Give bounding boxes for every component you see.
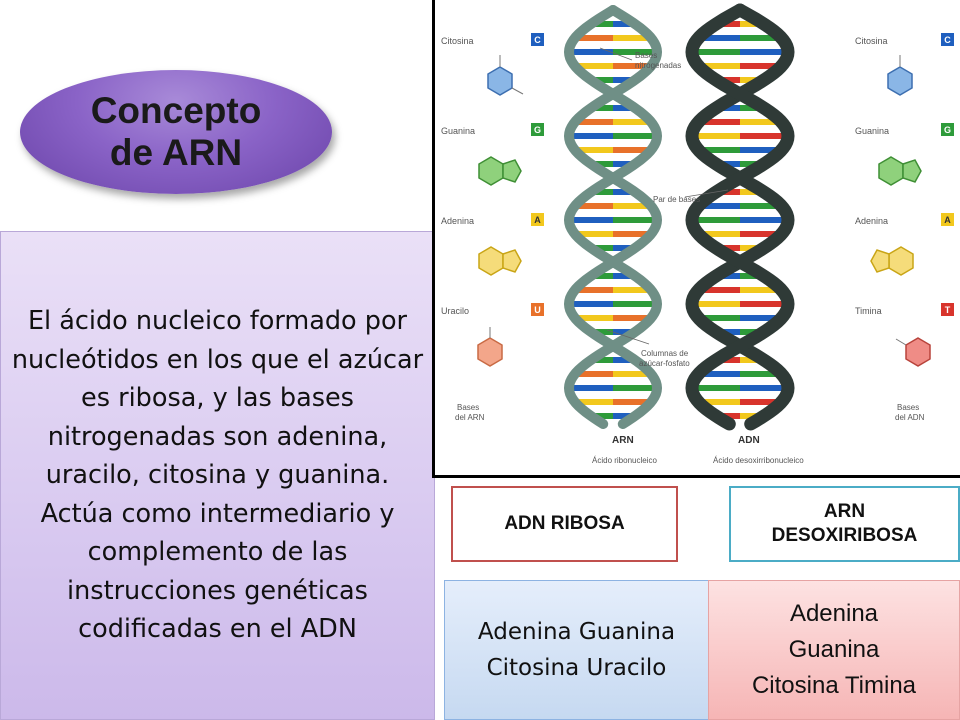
arn-helix-title: ARN [612, 435, 634, 446]
helix-illustration: Citosina Guanina Adenina Uracilo C G A U… [441, 3, 954, 465]
annotation-bases-line-2: nitrogenadas [635, 61, 681, 70]
arn-label-line-2: DESOXIRIBOSA [771, 525, 918, 546]
guanine-molecule-icon [878, 156, 904, 186]
guanine-molecule-icon [478, 156, 504, 186]
left-letter-g: G [534, 125, 541, 135]
left-letter-u: U [534, 305, 541, 315]
annotation-columns-line-1: Columnas de [641, 349, 689, 358]
dna-bases-line-1: Adenina [789, 600, 879, 627]
right-letter-t: T [945, 305, 951, 315]
right-caption-line-1: Bases [897, 403, 919, 412]
right-letter-box-a [941, 213, 954, 226]
left-letter-box-g [531, 123, 544, 136]
thymine-molecule-icon [905, 337, 931, 367]
cytosine-molecule-icon [887, 66, 913, 96]
right-letter-g: G [944, 125, 951, 135]
left-caption-line-2: del ARN [455, 413, 485, 422]
dna-bases-line-3: Citosina Timina [751, 672, 917, 699]
annotations: Bases nitrogenadas Par de bases Columnas… [592, 47, 804, 465]
left-base-label-2: Guanina [441, 126, 475, 136]
right-base-label-3: Adenina [855, 216, 888, 226]
right-base-label-1: Citosina [855, 36, 888, 46]
left-letter-box-a [531, 213, 544, 226]
arn-desoxiribosa-label: ARN DESOXIRIBOSA [729, 486, 960, 562]
adn-backbone-strand [685, 3, 795, 431]
title-oval: Concepto de ARN [20, 70, 332, 194]
adn-helix-title: ADN [738, 435, 760, 446]
right-caption-line-2: del ADN [895, 413, 925, 422]
annotation-base-pair: Par de bases [653, 195, 700, 204]
right-letter-c: C [944, 35, 951, 45]
right-base-label-2: Guanina [855, 126, 889, 136]
right-base-column: Citosina Guanina Adenina Timina C G A T … [855, 33, 954, 422]
cytosine-molecule-icon [487, 66, 513, 96]
helix-strands [563, 3, 795, 431]
dna-rna-figure: Citosina Guanina Adenina Uracilo C G A U… [432, 0, 960, 478]
left-caption-line-1: Bases [457, 403, 479, 412]
rna-bases-line-1: Adenina Guanina [477, 619, 676, 645]
left-letter-box-c [531, 33, 544, 46]
annotation-columns-line-2: azúcar-fosfato [639, 359, 690, 368]
arn-label-line-1: ARN [823, 501, 866, 522]
adn-helix-subtitle: Ácido desoxirribonucleico [713, 456, 804, 465]
description-box: El ácido nucleico formado por nucleótido… [0, 231, 435, 720]
adenine-molecule-icon [478, 246, 504, 276]
page-title: Concepto de ARN [76, 90, 276, 174]
right-letter-box-t [941, 303, 954, 316]
dna-bases-box: Adenina Guanina Citosina Timina [708, 580, 960, 720]
right-letter-box-g [941, 123, 954, 136]
title-line-2: de ARN [109, 132, 243, 173]
right-letter-box-c [941, 33, 954, 46]
arn-helix-subtitle: Ácido ribonucleico [592, 456, 657, 465]
right-letter-a: A [944, 215, 951, 225]
uracil-molecule-icon [477, 337, 503, 367]
dna-bases-line-2: Guanina [788, 636, 880, 663]
adn-ribosa-label: ADN RIBOSA [451, 486, 678, 562]
arn-backbone-strand [563, 5, 663, 429]
right-base-label-4: Timina [855, 306, 882, 316]
left-base-label-3: Adenina [441, 216, 474, 226]
left-base-label-4: Uracilo [441, 306, 469, 316]
left-letter-c: C [534, 35, 541, 45]
adenine-molecule-icon [888, 246, 914, 276]
adn-ribosa-text: ADN RIBOSA [504, 513, 625, 534]
title-line-1: Concepto [90, 90, 262, 131]
adn-backbone-strand [685, 3, 795, 431]
arn-backbone-strand [563, 5, 663, 429]
left-base-label-1: Citosina [441, 36, 474, 46]
annotation-bases-line-1: Bases [635, 51, 657, 60]
left-base-column: Citosina Guanina Adenina Uracilo C G A U… [441, 33, 544, 422]
rna-bases-line-2: Citosina Uracilo [486, 655, 667, 681]
left-letter-box-u [531, 303, 544, 316]
description-text: El ácido nucleico formado por nucleótido… [11, 306, 424, 645]
left-letter-a: A [534, 215, 541, 225]
rna-bases-box: Adenina Guanina Citosina Uracilo [444, 580, 709, 720]
